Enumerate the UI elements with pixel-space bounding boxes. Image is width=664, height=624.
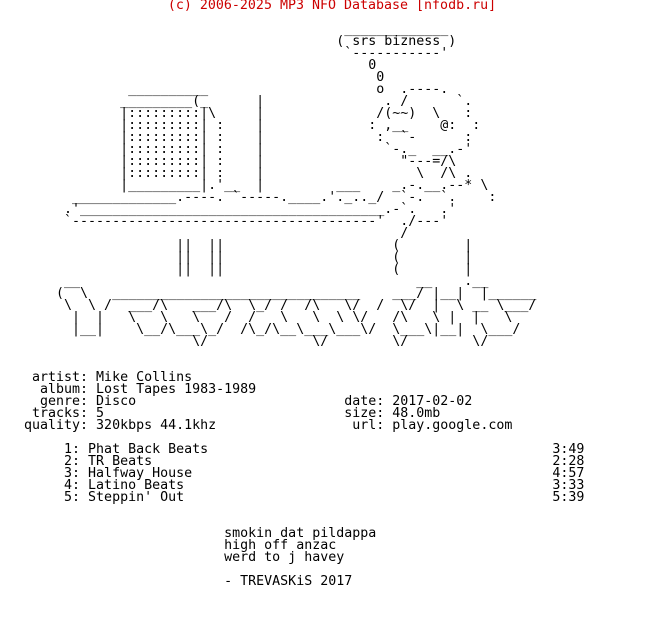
ascii-art-line: / bbox=[16, 226, 409, 241]
ascii-art-line: 0 bbox=[16, 58, 377, 73]
track-row: 3: Halfway House 4:57 bbox=[16, 466, 585, 481]
ascii-art-line: `--------------------------------------'… bbox=[16, 214, 449, 229]
release-artist-row: artist: Mike Collins bbox=[16, 370, 193, 385]
ascii-art-line: ( srs bizness ) bbox=[16, 34, 457, 49]
ascii-art-line: _________(_ | . / `. bbox=[16, 94, 473, 109]
track-row: 2: TR Beats 2:28 bbox=[16, 454, 585, 469]
track-row: 4: Latino Beats 3:33 bbox=[16, 478, 585, 493]
signoff-line: - TREVASKiS 2017 bbox=[16, 574, 353, 589]
track-row: 5: Steppin' Out 5:39 bbox=[16, 490, 585, 505]
notes-line: high off anzac bbox=[16, 538, 337, 553]
ascii-art-line: |__| \__/\___\_/ /\_/\__\___\___\/ \___\… bbox=[16, 322, 521, 337]
release-genre-date-row: genre: Disco date: 2017-02-02 bbox=[16, 394, 473, 409]
ascii-art-line: ( \ _______________________________ ___/… bbox=[16, 286, 537, 301]
ascii-art-line: |:::::::::| : | : `- : bbox=[16, 130, 473, 145]
notes-line: smokin dat pildappa bbox=[16, 526, 377, 541]
track-row: 1: Phat Back Beats 3:49 bbox=[16, 442, 585, 457]
ascii-art-line: __ __ .__ bbox=[16, 274, 489, 289]
copyright-header: (c) 2006-2025 MP3 NFO Database [nfodb.ru… bbox=[167, 0, 497, 13]
ascii-art-line: __________ o .----. bbox=[16, 82, 449, 97]
ascii-art-line: .'______________________________________… bbox=[16, 202, 457, 217]
ascii-art-line: || || ( | bbox=[16, 250, 473, 265]
ascii-art-line: \/ \/ \/ \/ bbox=[16, 334, 489, 349]
ascii-art-line: `-----------' bbox=[16, 46, 449, 61]
ascii-art-line: || || ( | bbox=[16, 238, 473, 253]
ascii-art-line: |:::::::::|\ | /(~~) \ : bbox=[16, 106, 473, 121]
spacer bbox=[16, 504, 584, 516]
spacer bbox=[16, 348, 584, 360]
ascii-art-line: |:::::::::| : | : ,__ @: : bbox=[16, 118, 481, 133]
ascii-art-line: |:::::::::| : | \ /\ . bbox=[16, 166, 473, 181]
release-album-row: album: Lost Tapes 1983-1989 bbox=[16, 382, 257, 397]
ascii-art-line: _____________.----. `-----.____.'._.._/ … bbox=[16, 190, 497, 205]
ascii-art-line: || || ( | bbox=[16, 262, 473, 277]
ascii-art-line: | | \ \ \ / / \ \ \ \/ /\ \ | | \ bbox=[16, 310, 513, 325]
ascii-art-line: |:::::::::| : | "---=/\ bbox=[16, 154, 457, 169]
ascii-art-line: 0 bbox=[16, 70, 385, 85]
release-tracks-size-row: tracks: 5 size: 48.0mb bbox=[16, 406, 441, 421]
ascii-art-line: _____________ bbox=[16, 22, 449, 37]
release-quality-url-row: quality: 320kbps 44.1khz url: play.googl… bbox=[16, 418, 513, 433]
notes-line: werd to j havey bbox=[16, 550, 345, 565]
ascii-art-line: |:::::::::| : | `-._ __.-' bbox=[16, 142, 473, 157]
ascii-art-line: |_________|.'__ | ___ _.-.__.--* \ bbox=[16, 178, 489, 193]
ascii-art-line: \ \ / ___/\ ___/\ \_/ / /\ \/ / \/ | \ _… bbox=[16, 298, 537, 313]
nfo-document: _____________ ( srs bizness ) `---------… bbox=[16, 22, 585, 589]
